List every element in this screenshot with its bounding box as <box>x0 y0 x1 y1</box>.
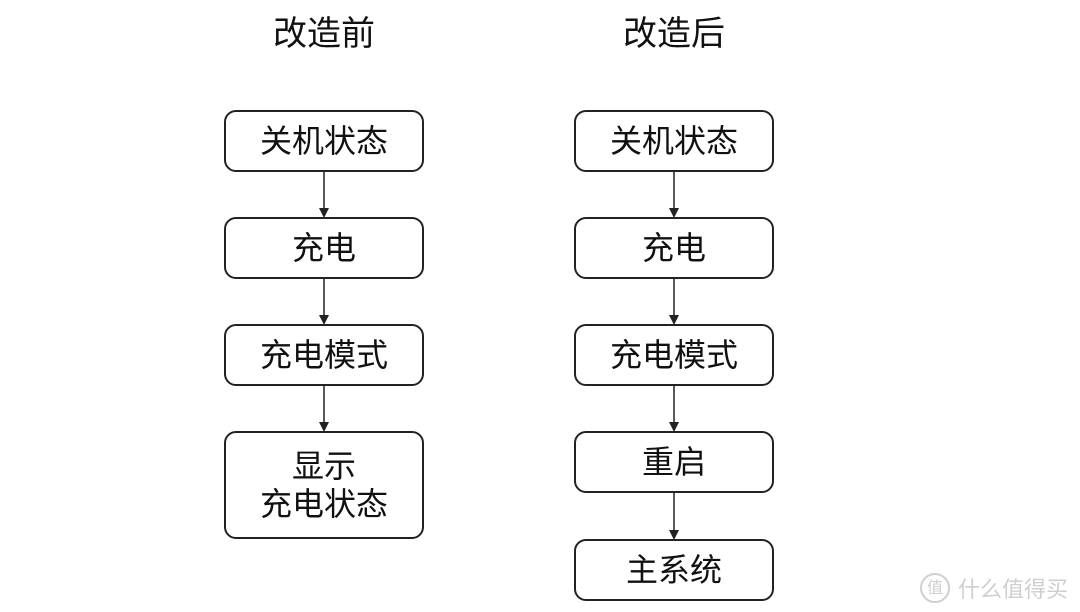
brand-logo-icon: 值 <box>919 573 950 603</box>
after-step-main-system: 主系统 <box>574 539 774 601</box>
before-step-charging: 充电 <box>224 217 424 279</box>
after-title: 改造后 <box>623 14 725 54</box>
before-step-charge-mode: 充电模式 <box>224 324 424 386</box>
watermark-text: 什么值得买 <box>957 578 1068 603</box>
watermark: 值 什么值得买 <box>919 572 1068 604</box>
before-step-show-charge-status: 显示 充电状态 <box>224 431 424 539</box>
before-step-shutdown: 关机状态 <box>224 110 424 172</box>
after-step-charging: 充电 <box>574 217 774 279</box>
after-step-charge-mode: 充电模式 <box>574 324 774 386</box>
after-step-reboot: 重启 <box>574 431 774 493</box>
before-title: 改造前 <box>273 14 375 54</box>
after-step-shutdown: 关机状态 <box>574 110 774 172</box>
